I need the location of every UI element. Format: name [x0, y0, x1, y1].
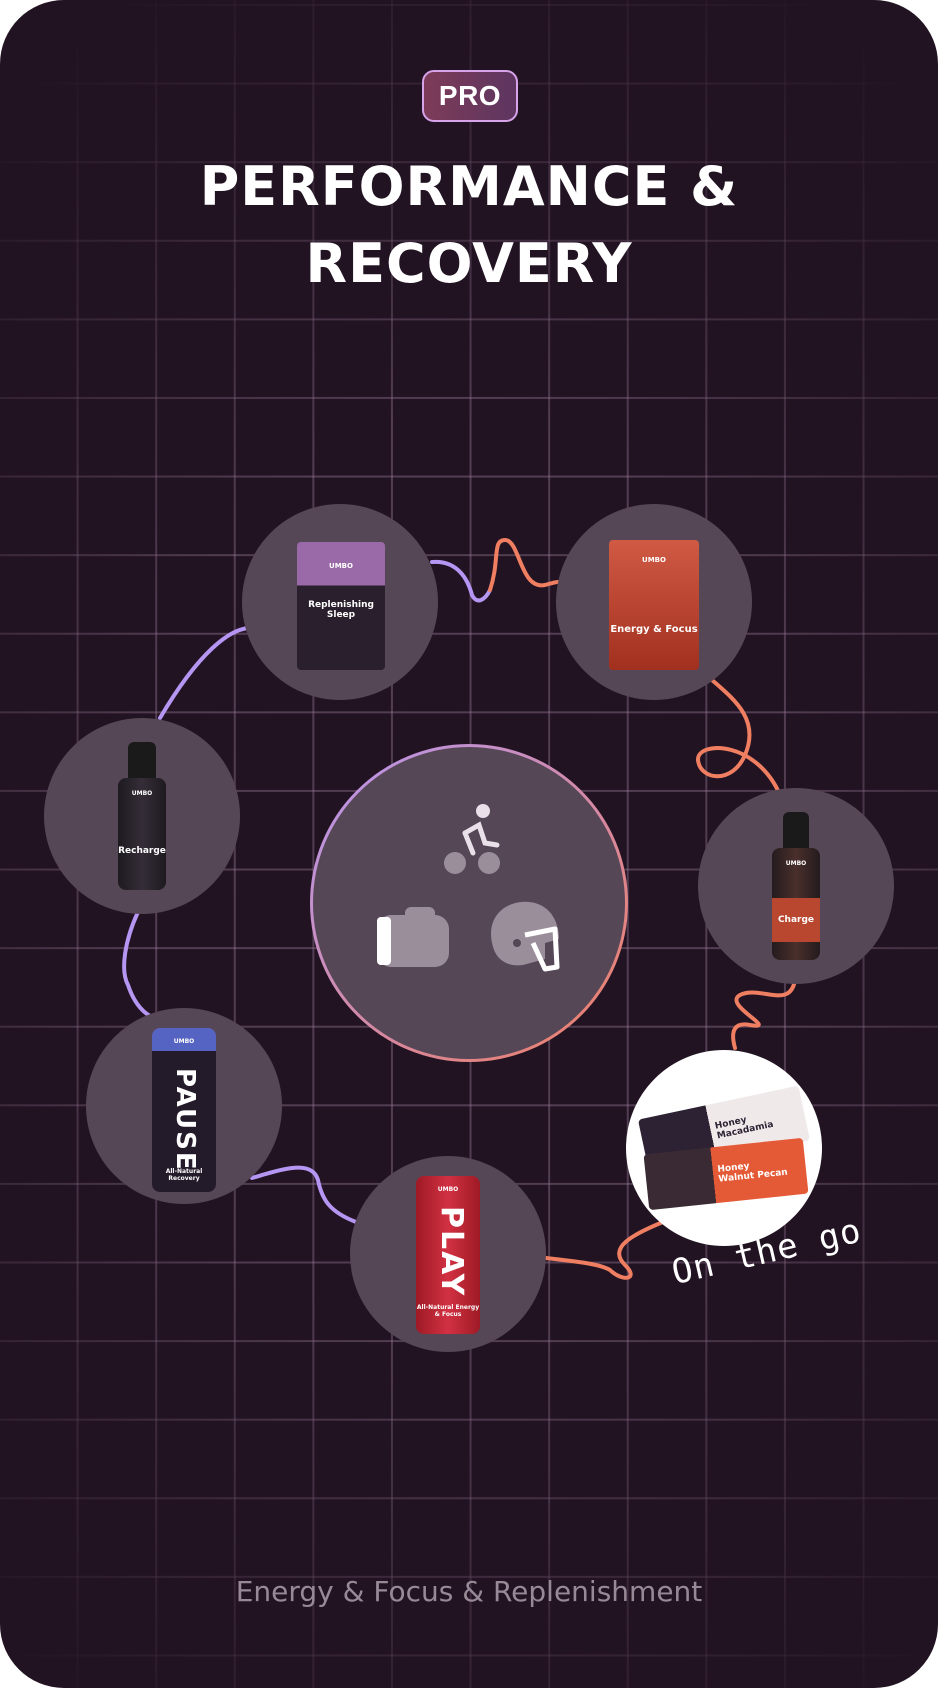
energy-focus-pouch: UMBO Energy & Focus: [609, 540, 699, 670]
bottle-brand: UMBO: [785, 860, 807, 867]
product-node-charge[interactable]: UMBO Charge: [698, 788, 894, 984]
dropper-cap: [128, 742, 156, 782]
pouch-name: Replenishing Sleep: [308, 600, 374, 620]
can-desc: All-Natural Energy & Focus: [416, 1304, 480, 1318]
bottle-name: Charge: [772, 898, 820, 942]
pouch-brand: UMBO: [329, 562, 353, 570]
center-icons: [377, 804, 560, 972]
bottle-name: Recharge: [118, 846, 166, 856]
can-name: PAUSE: [170, 1068, 200, 1172]
pause-can: UMBO PAUSE All-Natural Recovery: [152, 1028, 216, 1192]
bar-name: Honey Macadamia: [714, 1115, 775, 1142]
pro-badge: PRO: [422, 70, 518, 122]
play-can: UMBO PLAY All-Natural Energy & Focus: [416, 1176, 480, 1334]
product-node-recharge[interactable]: UMBO Recharge: [44, 718, 240, 914]
bottle-brand: UMBO: [131, 790, 153, 797]
center-activity-ring: [310, 744, 628, 1062]
footer-subtitle: Energy & Focus & Replenishment: [235, 1575, 703, 1608]
product-node-bars[interactable]: Honey Macadamia Honey Walnut Pecan: [626, 1050, 822, 1246]
product-node-play[interactable]: UMBO PLAY All-Natural Energy & Focus: [350, 1156, 546, 1352]
pouch-name: Energy & Focus: [610, 624, 698, 635]
product-node-replenishing-sleep[interactable]: UMBO Replenishing Sleep: [242, 504, 438, 700]
football-helmet-icon: [491, 901, 560, 972]
recharge-dropper-bottle: UMBO Recharge: [118, 778, 166, 890]
can-brand: UMBO: [437, 1186, 459, 1193]
can-desc: All-Natural Recovery: [165, 1168, 203, 1182]
center-activity-circle: [313, 747, 625, 1059]
cycling-icon: [444, 804, 500, 874]
bar-name: Honey Walnut Pecan: [716, 1161, 789, 1185]
page-title-line2: RECOVERY: [305, 232, 633, 295]
page-title-line1: PERFORMANCE &: [199, 155, 739, 218]
pouch-brand: UMBO: [642, 556, 666, 564]
replenishing-sleep-pouch: UMBO Replenishing Sleep: [297, 542, 385, 670]
boxing-glove-icon: [377, 907, 449, 967]
product-node-pause[interactable]: UMBO PAUSE All-Natural Recovery: [86, 1008, 282, 1204]
product-node-energy-focus[interactable]: UMBO Energy & Focus: [556, 504, 752, 700]
can-brand: UMBO: [173, 1038, 195, 1045]
dropper-cap: [783, 812, 809, 852]
can-name: PLAY: [434, 1206, 469, 1298]
charge-dropper-bottle: UMBO Charge: [772, 848, 820, 960]
